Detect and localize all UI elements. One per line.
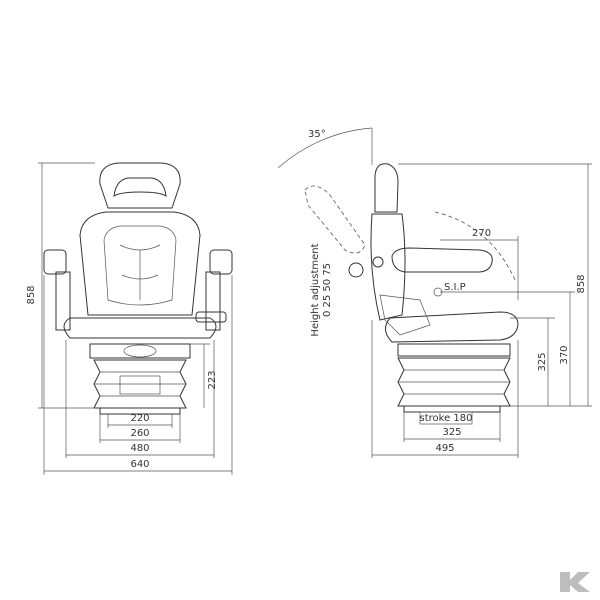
height-adjust-title: Height adjustment <box>310 243 321 336</box>
front-base-width-label: 220 <box>130 413 149 424</box>
side-overall-height-label: 858 <box>576 274 587 293</box>
front-suspension-height-label: 223 <box>207 370 218 389</box>
side-armrest <box>391 247 493 273</box>
side-base <box>403 405 501 413</box>
side-mechanism <box>379 294 431 336</box>
front-bellows <box>93 359 187 409</box>
front-height-label: 858 <box>26 285 37 304</box>
side-bellows <box>397 357 511 407</box>
front-left-armrest <box>43 249 67 275</box>
front-headrest <box>99 162 181 209</box>
overall-depth-label: 495 <box>435 443 454 454</box>
front-left-arm-support <box>55 271 71 331</box>
side-recline-knob-icon <box>372 256 384 268</box>
front-backrest <box>79 211 201 316</box>
armrest-length-label: 270 <box>472 228 491 239</box>
stroke-label: stroke 180 <box>420 413 473 424</box>
armrest-swing-arc <box>434 211 516 281</box>
side-headrest <box>374 163 399 213</box>
sip-label: S.I.P <box>444 282 466 293</box>
front-lever <box>195 311 227 323</box>
front-suspension-plate <box>89 343 191 359</box>
front-headrest-handle <box>113 177 167 198</box>
k-logo-icon <box>560 572 590 592</box>
height-adjust-values: 0 25 50 75 <box>322 263 333 317</box>
front-bellows-label-plate <box>119 375 161 395</box>
front-overall-width-label: 640 <box>130 459 149 470</box>
front-right-arm-support <box>205 271 221 331</box>
front-seat-cushion <box>63 317 217 339</box>
side-backrest <box>370 213 406 321</box>
front-backrest-panel <box>103 225 177 306</box>
min-height-label: 325 <box>537 352 548 371</box>
base-length-label: 325 <box>442 427 461 438</box>
backrest-angle-arc <box>277 127 373 169</box>
front-base <box>99 407 181 415</box>
side-view: 35° S.I.P Height adjustment 0 25 50 75 <box>277 127 592 458</box>
max-height-label: 370 <box>559 345 570 364</box>
front-view: 858 223 220 260 480 640 <box>26 162 233 475</box>
front-knob-icon <box>123 344 157 358</box>
side-suspension-plate <box>397 343 511 357</box>
front-backrest-seams <box>119 244 161 300</box>
side-adjust-knob-icon <box>348 262 364 278</box>
side-seat-cushion <box>385 311 519 343</box>
stroke-box <box>419 411 473 425</box>
backrest-angle-label: 35° <box>308 129 326 140</box>
reclined-backrest-outline <box>304 185 366 254</box>
front-right-armrest <box>209 249 233 275</box>
front-seat-width-label: 480 <box>130 443 149 454</box>
front-mount-width-label: 260 <box>130 428 149 439</box>
